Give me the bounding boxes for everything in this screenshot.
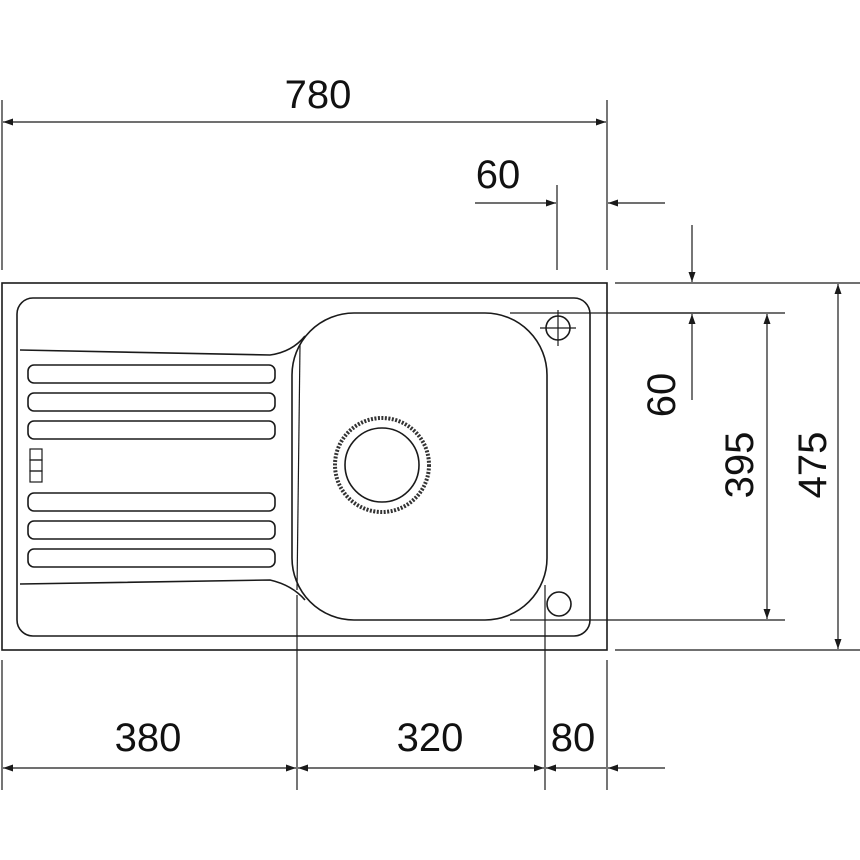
bowl bbox=[291, 312, 548, 621]
drainer-bottom-edge bbox=[19, 579, 306, 601]
rib bbox=[27, 364, 276, 384]
rib bbox=[27, 520, 276, 540]
rib bbox=[27, 492, 276, 512]
rib bbox=[27, 548, 276, 568]
dimension-overall-width: 780 bbox=[1, 73, 608, 270]
dimension-overall-depth: 475 bbox=[615, 284, 860, 651]
rib bbox=[27, 420, 276, 440]
dim-label-475: 475 bbox=[791, 432, 835, 499]
dim-label-60-horizontal: 60 bbox=[476, 153, 521, 197]
dimension-bowl-depth: 395 bbox=[510, 312, 785, 621]
drainer-slots bbox=[29, 448, 43, 483]
dim-label-320: 320 bbox=[397, 716, 464, 760]
dim-label-80: 80 bbox=[551, 716, 596, 760]
bowl-inner-edge bbox=[296, 344, 301, 591]
dim-label-780: 780 bbox=[285, 73, 352, 117]
dim-label-380: 380 bbox=[115, 716, 182, 760]
inner-rim bbox=[16, 297, 591, 637]
dim-label-395: 395 bbox=[718, 432, 762, 499]
drainer-top-edge bbox=[19, 335, 306, 356]
rib bbox=[27, 392, 276, 412]
dimension-bottom: 380 320 80 bbox=[1, 585, 665, 790]
tap-hole-icon bbox=[540, 310, 576, 346]
overflow-hole-icon bbox=[546, 591, 572, 617]
dimension-tap-offset-vertical: 60 bbox=[510, 225, 860, 417]
outer-rim bbox=[1, 282, 608, 651]
sink-outline bbox=[1, 282, 608, 651]
drainer-ribs bbox=[27, 364, 276, 568]
dimension-tap-offset-horizontal: 60 bbox=[475, 153, 665, 270]
drain-icon bbox=[333, 416, 431, 514]
dim-label-60-vertical: 60 bbox=[640, 373, 684, 418]
